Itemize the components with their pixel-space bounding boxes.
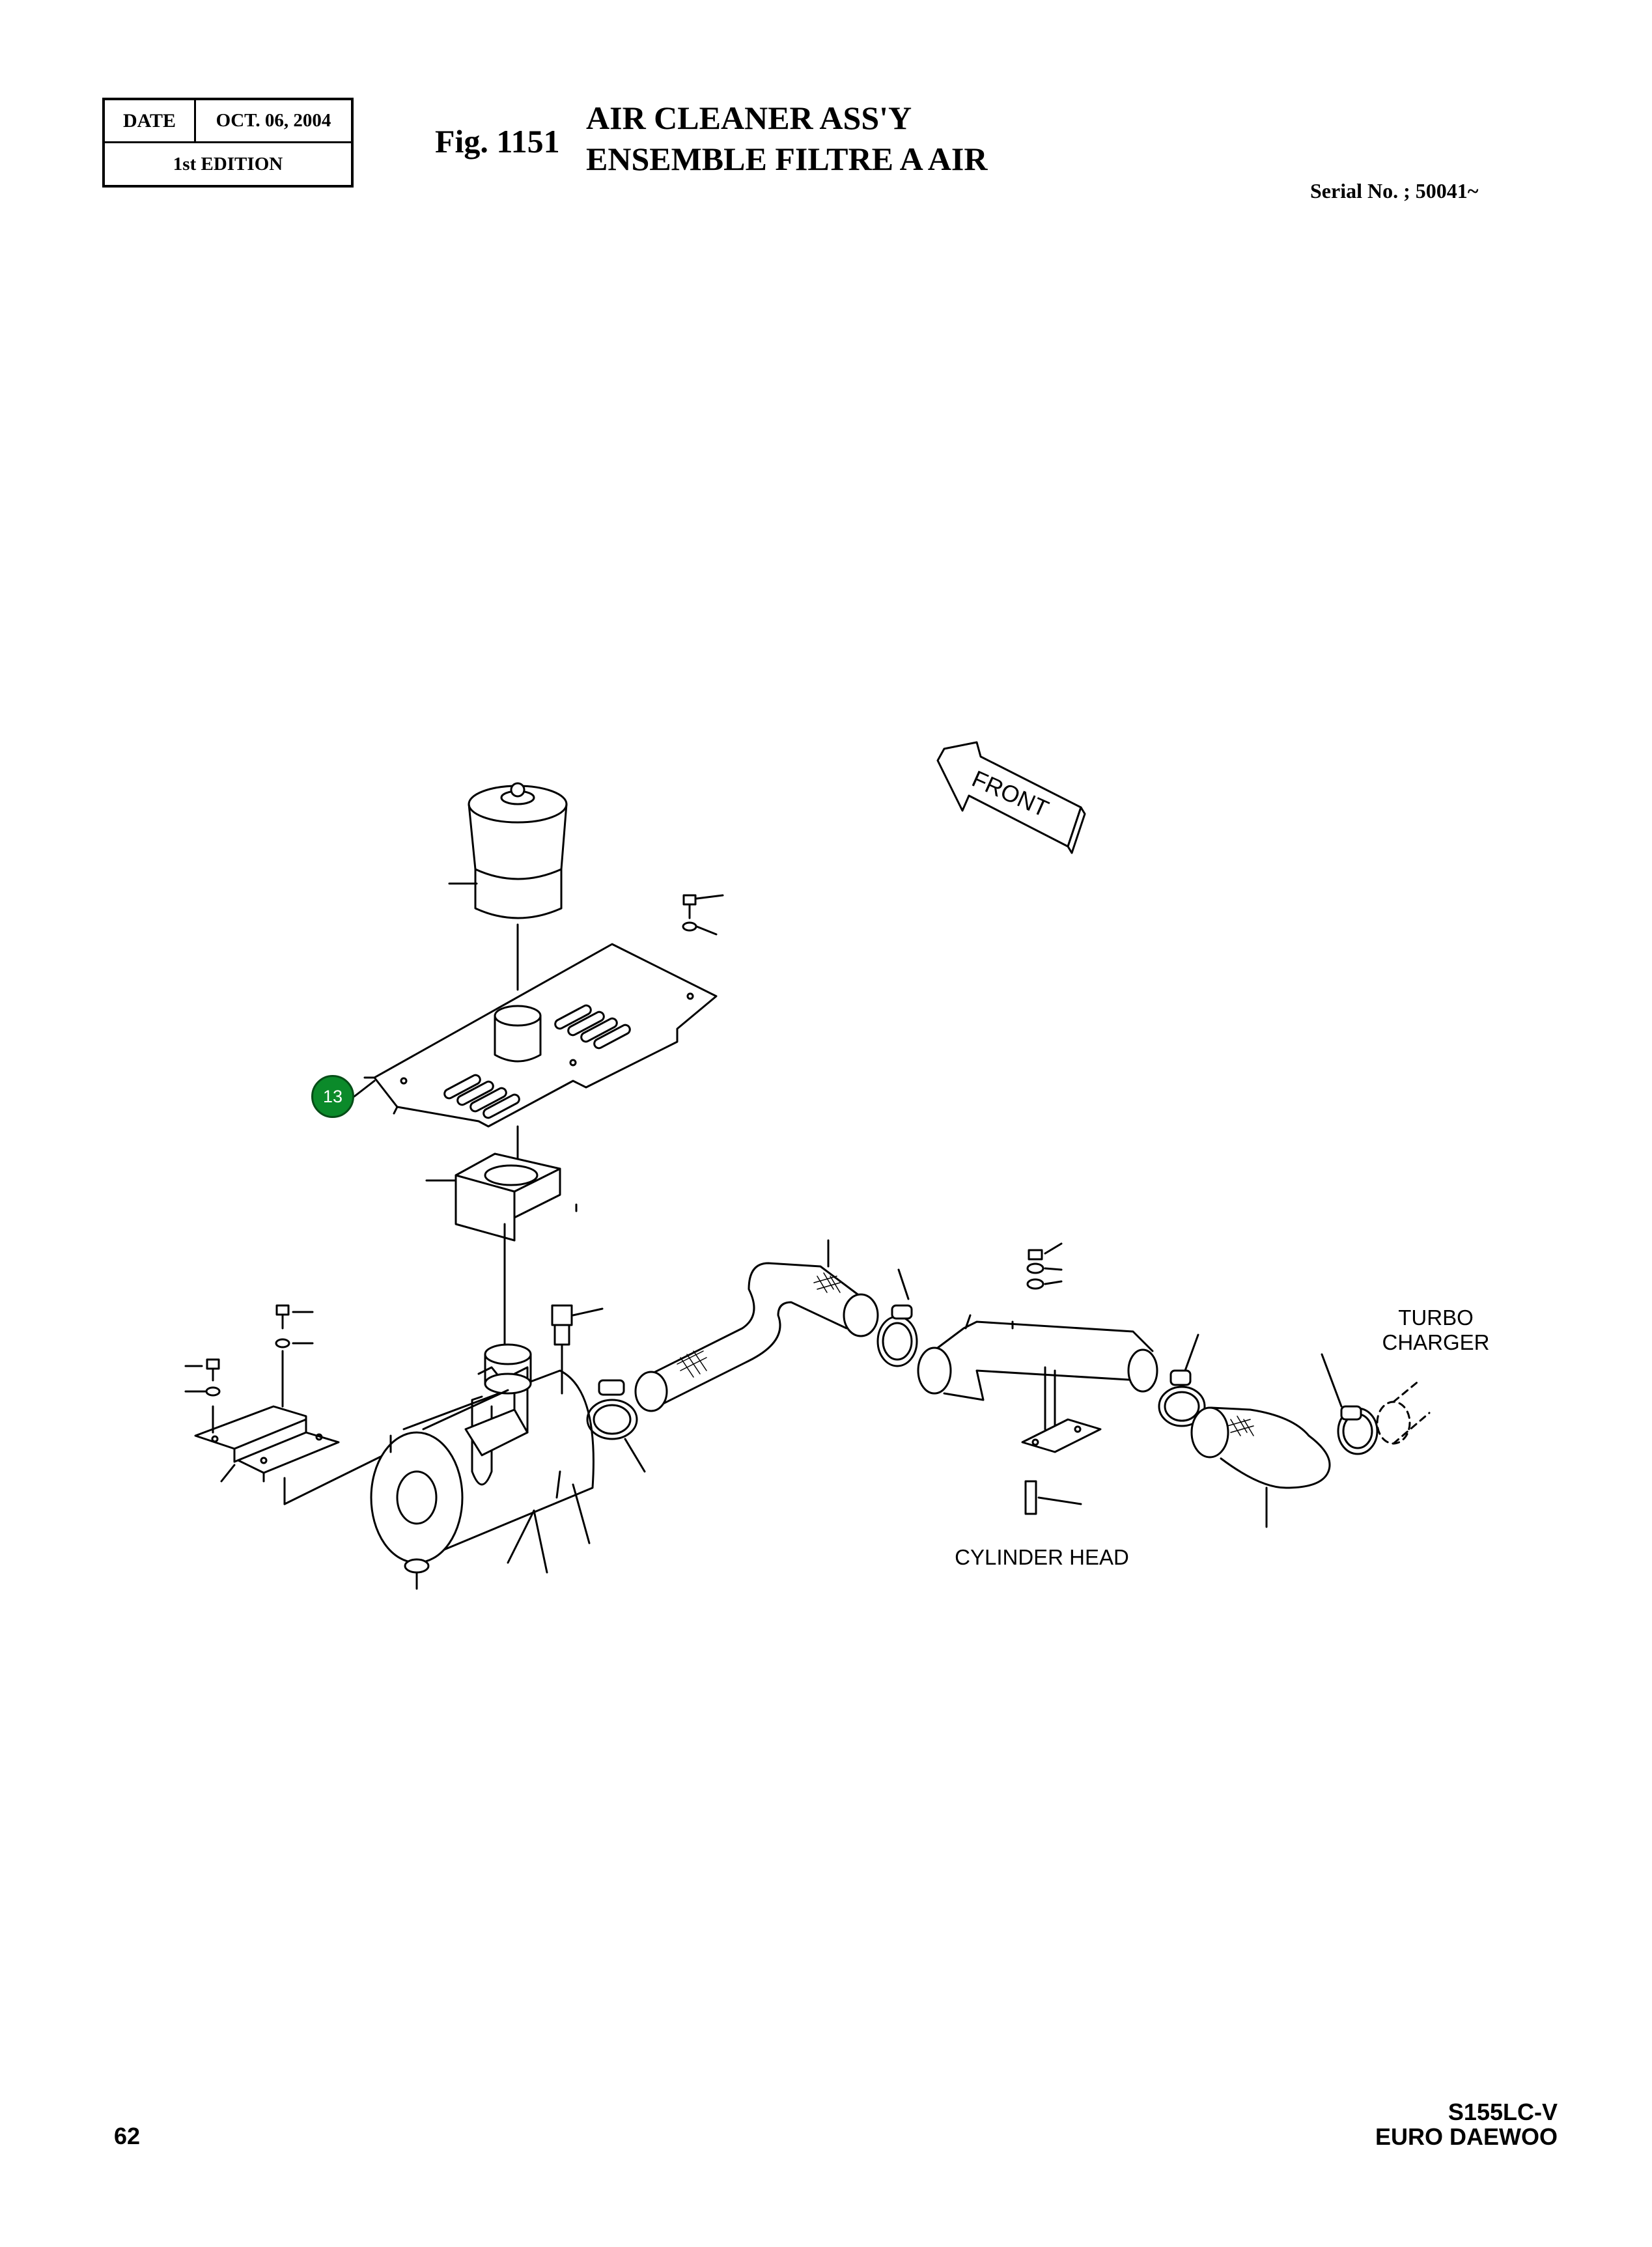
hose-clamp <box>1321 1353 1379 1455</box>
turbocharger-outline <box>1376 1379 1431 1445</box>
figure-number: Fig. 1151 <box>435 123 560 160</box>
brand-name: EURO DAEWOO <box>1375 2123 1558 2150</box>
page-title-french: ENSEMBLE FILTRE A AIR <box>586 141 988 177</box>
intake-hose <box>634 1239 879 1412</box>
foam-seal <box>425 1152 578 1359</box>
callout-13[interactable]: 13 <box>311 1075 354 1118</box>
turbo-hose <box>1190 1406 1331 1528</box>
cylinder-head-label: CYLINDER HEAD <box>955 1545 1129 1569</box>
turbo-label-line2: CHARGER <box>1382 1330 1490 1354</box>
hose-clamp <box>1158 1333 1206 1427</box>
model-info: S155LC-V EURO DAEWOO <box>1375 2100 1558 2149</box>
serial-number: Serial No. ; 50041~ <box>1310 179 1479 202</box>
plate-bolt <box>682 894 724 936</box>
page-number: 62 <box>114 2123 141 2149</box>
date-row: DATE OCT. 06, 2004 <box>105 100 351 143</box>
date-label: DATE <box>105 100 196 141</box>
front-arrow-icon: FRONT <box>936 741 1086 854</box>
restriction-indicator <box>551 1304 604 1395</box>
date-box: DATE OCT. 06, 2004 1st EDITION <box>102 98 354 188</box>
mounting-bracket <box>184 1304 431 1505</box>
mounting-plate <box>363 943 718 1160</box>
air-cleaner-body <box>370 1343 595 1590</box>
hose-clamp <box>586 1379 646 1473</box>
page-title: AIR CLEANER ASS'Y <box>586 100 912 136</box>
callout-leader <box>353 1080 376 1098</box>
date-value: OCT. 06, 2004 <box>216 110 331 131</box>
model-name: S155LC-V <box>1448 2099 1558 2125</box>
turbo-charger-label: TURBO CHARGER <box>1371 1305 1501 1355</box>
turbo-label-line1: TURBO <box>1398 1305 1474 1330</box>
hose-clamp <box>876 1268 918 1367</box>
edition-label: 1st EDITION <box>173 153 283 174</box>
elbow-pipe <box>917 1314 1158 1401</box>
pre-cleaner-cap <box>448 782 568 991</box>
pipe-support-bracket <box>1021 1242 1102 1515</box>
